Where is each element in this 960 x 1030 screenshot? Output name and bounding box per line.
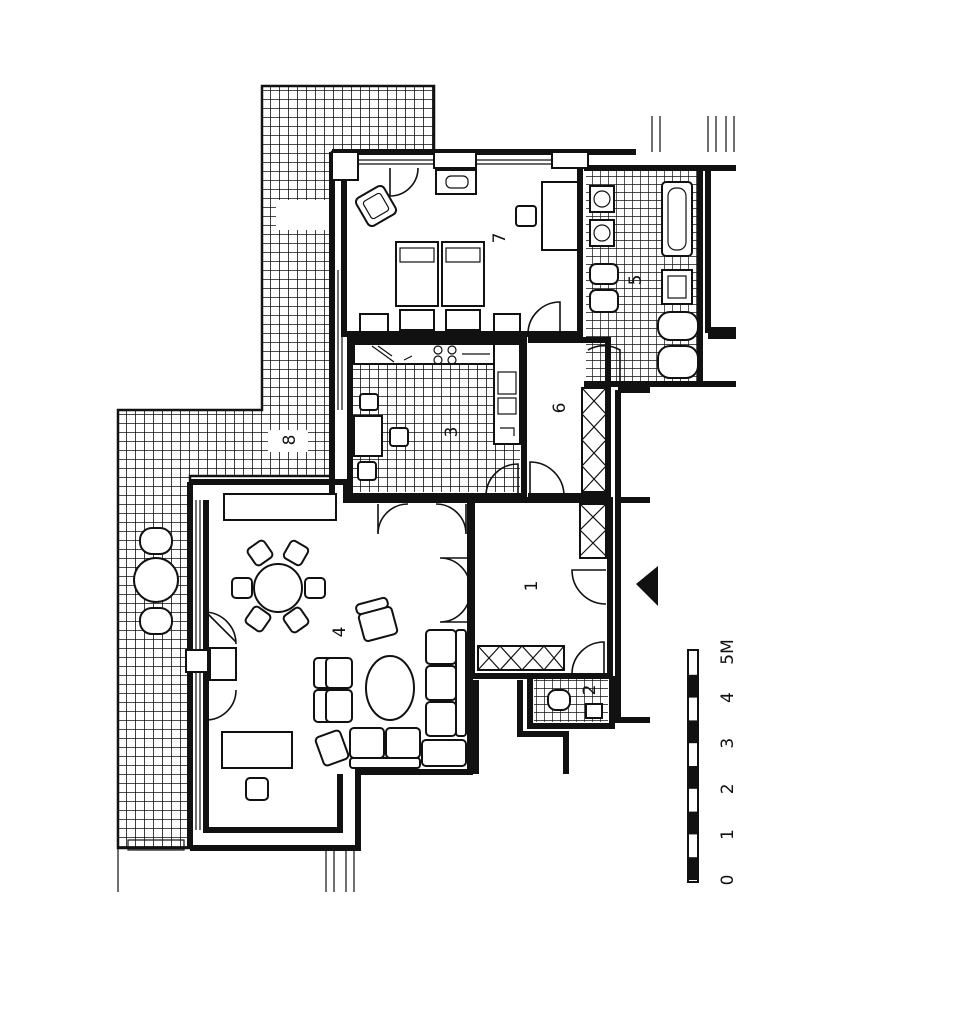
room-8-label: 8: [280, 435, 300, 446]
scale-segment: [688, 674, 698, 698]
scale-tick-label: 5M: [718, 639, 738, 664]
scale-tick-label: 3: [718, 738, 738, 749]
entrance-arrow-icon: [636, 566, 658, 606]
scale-tick-label: 1: [718, 829, 738, 840]
room-6-label: 6: [550, 403, 570, 414]
scale-segment: [688, 857, 698, 880]
room-7-label: 7: [490, 233, 510, 244]
scale-segment: [688, 720, 698, 744]
terrace-8: [116, 84, 436, 851]
bedroom-7-furniture: [354, 169, 579, 333]
scale-labels: 0 1 2 3 4 5M: [718, 639, 738, 885]
doors: [205, 167, 621, 721]
room-5-label: 5: [626, 275, 646, 286]
scale-tick-label: 2: [718, 783, 738, 794]
windows: [117, 116, 735, 892]
closets: [477, 387, 607, 671]
room-4-label: 4: [330, 627, 350, 638]
terrace-furniture: [133, 527, 179, 635]
room-3-label: 3: [442, 427, 462, 438]
scale-segment: [688, 766, 698, 789]
living-4-furniture: [209, 539, 467, 801]
walls: [187, 149, 736, 851]
room-1-label: 1: [522, 581, 542, 592]
room-2-label: 2: [580, 685, 600, 696]
wc-2-fixtures: [547, 689, 603, 719]
scale-segment: [688, 811, 698, 835]
scale-bar: 0 1 2 3 4 5M: [687, 639, 738, 885]
kitchen-3-fixtures: [353, 343, 521, 481]
scale-tick-label: 4: [718, 692, 738, 703]
scale-tick-label: 0: [718, 875, 738, 886]
scale-segments: [688, 674, 698, 880]
bathroom-5-fixtures: [589, 181, 699, 379]
